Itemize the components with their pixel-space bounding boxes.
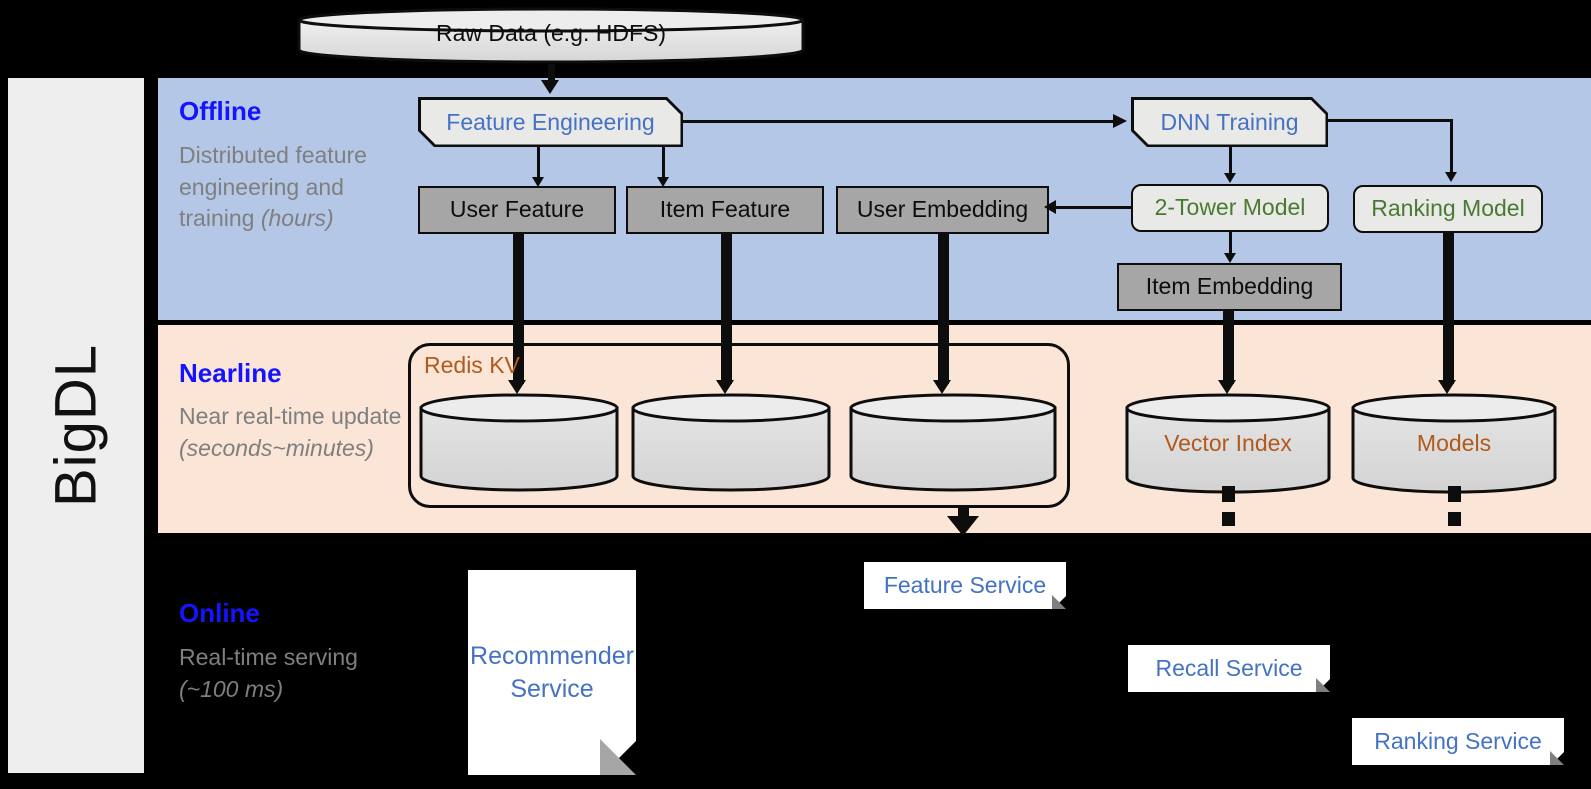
arrowhead-item-embedding-to-vector-index — [1218, 380, 1236, 394]
connector-dnn-to-ranking-v — [1450, 119, 1453, 174]
band-description-nearline-text: Near real-time update — [179, 403, 402, 429]
ranking-model-label: Ranking Model — [1371, 195, 1525, 222]
connector-fe-to-user-feature — [537, 147, 540, 179]
band-description-online-text: Real-time serving — [179, 644, 358, 670]
dashed-stub-recall-b — [1222, 512, 1235, 526]
connector-dnn-to-two-tower — [1229, 147, 1232, 175]
arrowhead-dnn-to-ranking — [1445, 172, 1457, 182]
dnn-training-box[interactable]: DNN Training — [1131, 97, 1328, 147]
dashed-stub-ranking-b — [1448, 512, 1461, 526]
ranking-model-box[interactable]: Ranking Model — [1353, 185, 1543, 233]
dnn-training-label: DNN Training — [1134, 100, 1326, 145]
arrowhead-fe-to-item-feature — [657, 177, 669, 187]
band-title-nearline: Nearline — [179, 358, 282, 388]
band-description-offline: Distributed feature engineering and trai… — [179, 140, 409, 235]
pipe-redis-to-feature-service — [958, 508, 969, 522]
pipe-user-feature-to-store — [513, 234, 524, 384]
store-user-feature-cylinder[interactable] — [418, 392, 620, 492]
connector-rawdata-to-fe — [548, 64, 555, 82]
connector-fe-to-dnn — [683, 120, 1113, 123]
band-description-nearline-latency: (seconds~minutes) — [179, 434, 374, 461]
feature-service-label: Feature Service — [883, 572, 1047, 599]
pipe-user-embedding-to-store — [938, 234, 949, 384]
redis-kv-group — [408, 343, 1070, 508]
arrowhead-user-embedding-to-store — [933, 380, 951, 394]
band-title-offline: Offline — [179, 96, 262, 126]
pipe-item-embedding-to-vector-index — [1223, 311, 1234, 384]
arrowhead-item-feature-to-store — [716, 380, 734, 394]
feature-engineering-box[interactable]: Feature Engineering — [418, 97, 683, 147]
vector-index-cylinder[interactable] — [1124, 392, 1332, 494]
connector-two-tower-to-user-embedding — [1055, 206, 1133, 209]
store-user-embedding-cylinder[interactable] — [848, 392, 1058, 492]
band-description-online-latency: (~100 ms) — [179, 675, 284, 702]
two-tower-model-box[interactable]: 2-Tower Model — [1131, 184, 1329, 232]
raw-data-cylinder — [296, 6, 806, 64]
feature-engineering-label: Feature Engineering — [421, 100, 681, 145]
user-feature-label: User Feature — [449, 196, 585, 223]
redis-kv-label: Redis KV — [424, 352, 520, 378]
recall-service-box[interactable]: Recall Service — [1128, 645, 1330, 692]
band-description-online: Real-time serving (~100 ms) — [179, 642, 409, 705]
connector-fe-to-item-feature — [662, 147, 665, 179]
store-item-feature-cylinder[interactable] — [630, 392, 832, 492]
dashed-stub-recall-a — [1222, 486, 1235, 502]
connector-dnn-to-ranking-h — [1328, 119, 1452, 122]
models-cylinder[interactable] — [1350, 392, 1558, 494]
arrowhead-user-feature-to-store — [508, 380, 526, 394]
arrowhead-fe-to-dnn — [1113, 114, 1127, 128]
item-embedding-box[interactable]: Item Embedding — [1117, 263, 1342, 311]
item-embedding-label: Item Embedding — [1145, 273, 1314, 300]
pipe-ranking-model-to-models — [1443, 233, 1454, 384]
bigdl-label: BigDL — [43, 344, 109, 507]
arrowhead-rawdata-to-fe — [541, 80, 559, 94]
item-feature-box[interactable]: Item Feature — [626, 186, 824, 234]
connector-two-tower-to-item-embedding — [1229, 232, 1232, 256]
user-embedding-label: User Embedding — [856, 196, 1029, 223]
arrowhead-two-tower-to-item-embedding — [1224, 253, 1236, 263]
band-description-offline-text: Distributed feature engineering and trai… — [179, 142, 367, 232]
band-title-online: Online — [179, 598, 260, 628]
band-description-offline-latency: (hours) — [260, 205, 334, 232]
user-embedding-box[interactable]: User Embedding — [836, 186, 1049, 234]
arrowhead-ranking-model-to-models — [1438, 380, 1456, 394]
arrowhead-dnn-to-two-tower — [1224, 173, 1236, 183]
item-feature-label: Item Feature — [659, 196, 791, 223]
arrowhead-fe-to-user-feature — [532, 177, 544, 187]
arrowhead-redis-to-feature-service — [947, 516, 979, 536]
recall-service-label: Recall Service — [1155, 655, 1303, 682]
pipe-item-feature-to-store — [721, 234, 732, 384]
band-description-nearline: Near real-time update (seconds~minutes) — [179, 401, 409, 464]
user-feature-box[interactable]: User Feature — [418, 186, 616, 234]
recommender-service-box[interactable]: Recommender Service — [468, 570, 636, 775]
arrowhead-two-tower-to-user-embedding — [1044, 200, 1056, 214]
ranking-service-label: Ranking Service — [1374, 728, 1542, 755]
dashed-stub-ranking-a — [1448, 486, 1461, 502]
ranking-service-box[interactable]: Ranking Service — [1352, 718, 1564, 765]
recommender-service-label: Recommender Service — [470, 642, 634, 703]
feature-service-box[interactable]: Feature Service — [864, 562, 1066, 609]
two-tower-model-label: 2-Tower Model — [1154, 194, 1306, 221]
bigdl-rail — [8, 78, 144, 773]
